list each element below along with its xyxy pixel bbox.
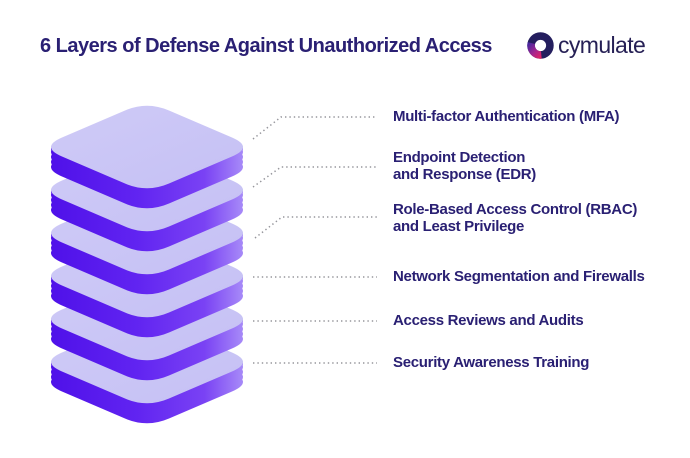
- defense-layers-stack: [51, 106, 243, 424]
- layer-label-3: Role-Based Access Control (RBAC) and Lea…: [393, 201, 638, 235]
- connector-lines: [252, 116, 377, 364]
- layer-label-2-line1: Endpoint Detection: [393, 149, 526, 166]
- layer-label-6-line1: Security Awareness Training: [393, 354, 590, 371]
- page-title: 6 Layers of Defense Against Unauthorized…: [40, 35, 492, 57]
- layer-label-5-line1: Access Reviews and Audits: [393, 312, 584, 329]
- layer-label-4: Network Segmentation and Firewalls: [393, 268, 645, 286]
- layer-label-2: Endpoint Detection and Response (EDR): [393, 149, 536, 183]
- cymulate-logo: cymulate: [526, 31, 646, 60]
- layer-label-4-line1: Network Segmentation and Firewalls: [393, 268, 645, 285]
- layer-label-5: Access Reviews and Audits: [393, 312, 584, 330]
- cymulate-logo-icon: [527, 32, 554, 59]
- layer-label-1: Multi-factor Authentication (MFA): [393, 108, 620, 126]
- cymulate-logo-text: cymulate: [558, 32, 646, 58]
- connector-line-3: [254, 216, 377, 239]
- layer-label-6: Security Awareness Training: [393, 354, 590, 372]
- connector-line-2: [252, 166, 377, 188]
- connector-line-1: [252, 116, 377, 140]
- layer-label-3-line1: Role-Based Access Control (RBAC): [393, 201, 638, 218]
- layer-label-2-line2: and Response (EDR): [393, 165, 536, 183]
- layer-label-3-line2: and Least Privilege: [393, 217, 525, 235]
- layer-label-1-line1: Multi-factor Authentication (MFA): [393, 108, 620, 125]
